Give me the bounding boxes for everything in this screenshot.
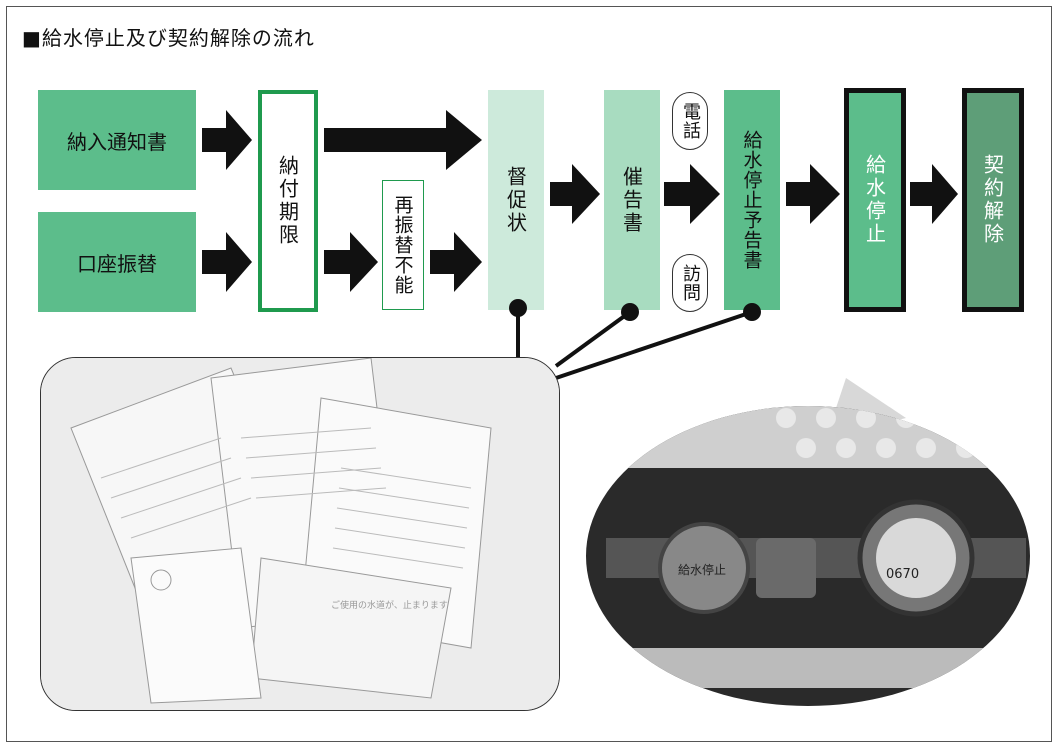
autodebit-box: 口座振替 [38,212,196,312]
demand-label: 催告書 [619,165,644,235]
arrow-icon [324,232,378,292]
autodebit-label: 口座振替 [77,251,157,276]
diagram-title: ■給水停止及び契約解除の流れ [22,26,315,50]
arrow-icon [664,164,720,224]
water-meter-photo: 0670 給水停止 [586,378,1030,706]
meter-tag-text: 給水停止 [678,562,726,577]
arrow-icon [202,110,252,170]
meter-number: 0670 [886,567,919,582]
documents-photo: ご使用の水道が、止まります [40,357,560,711]
notice-label: 納入通知書 [67,129,167,154]
stop-notice-box: 給水停止予告書 [724,90,780,310]
notice-box: 納入通知書 [38,90,196,190]
arrow-icon [430,232,482,292]
water-stop-box: 給水停止 [844,88,906,312]
stop-notice-label: 給水停止予告書 [740,130,763,270]
arrow-icon [786,164,840,224]
redebit-fail-box: 再振替不能 [382,180,424,310]
deadline-box: 納付期限 [258,90,318,312]
contract-cancel-box: 契約解除 [962,88,1024,312]
reminder-label: 督促状 [503,165,528,235]
deadline-label: 納付期限 [275,155,300,247]
visit-oval: 訪問 [672,254,708,312]
diagram-frame [6,6,1052,742]
reminder-box: 督促状 [488,90,544,310]
arrow-icon [550,164,600,224]
documents-card-text: ご使用の水道が、止まります [331,599,448,611]
phone-label: 電話 [680,102,701,140]
documents-illustration: ご使用の水道が、止まります [41,358,559,710]
arrow-icon [202,232,252,292]
arrow-icon [910,164,958,224]
visit-label: 訪問 [680,264,701,302]
redebit-fail-label: 再振替不能 [391,195,414,295]
phone-oval: 電話 [672,92,708,150]
water-stop-label: 給水停止 [862,154,887,246]
demand-box: 催告書 [604,90,660,310]
contract-cancel-label: 契約解除 [980,154,1005,246]
arrow-icon [324,110,482,170]
